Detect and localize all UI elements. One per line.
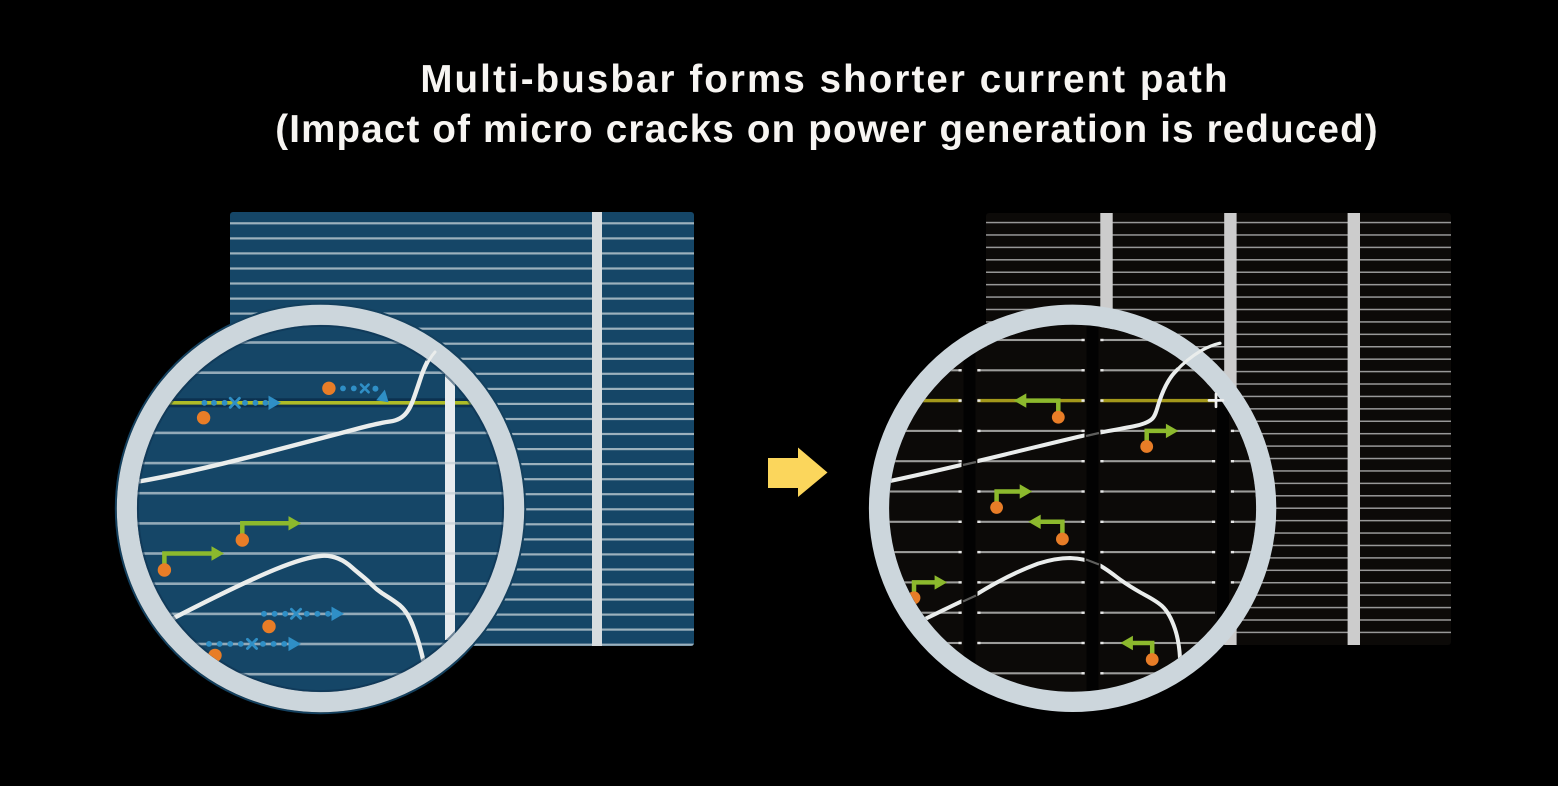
svg-text:Multi-busbar forms shorter cur: Multi-busbar forms shorter current path: [420, 58, 1229, 101]
svg-text:(Impact of micro cracks on pow: (Impact of micro cracks on power generat…: [275, 108, 1379, 151]
